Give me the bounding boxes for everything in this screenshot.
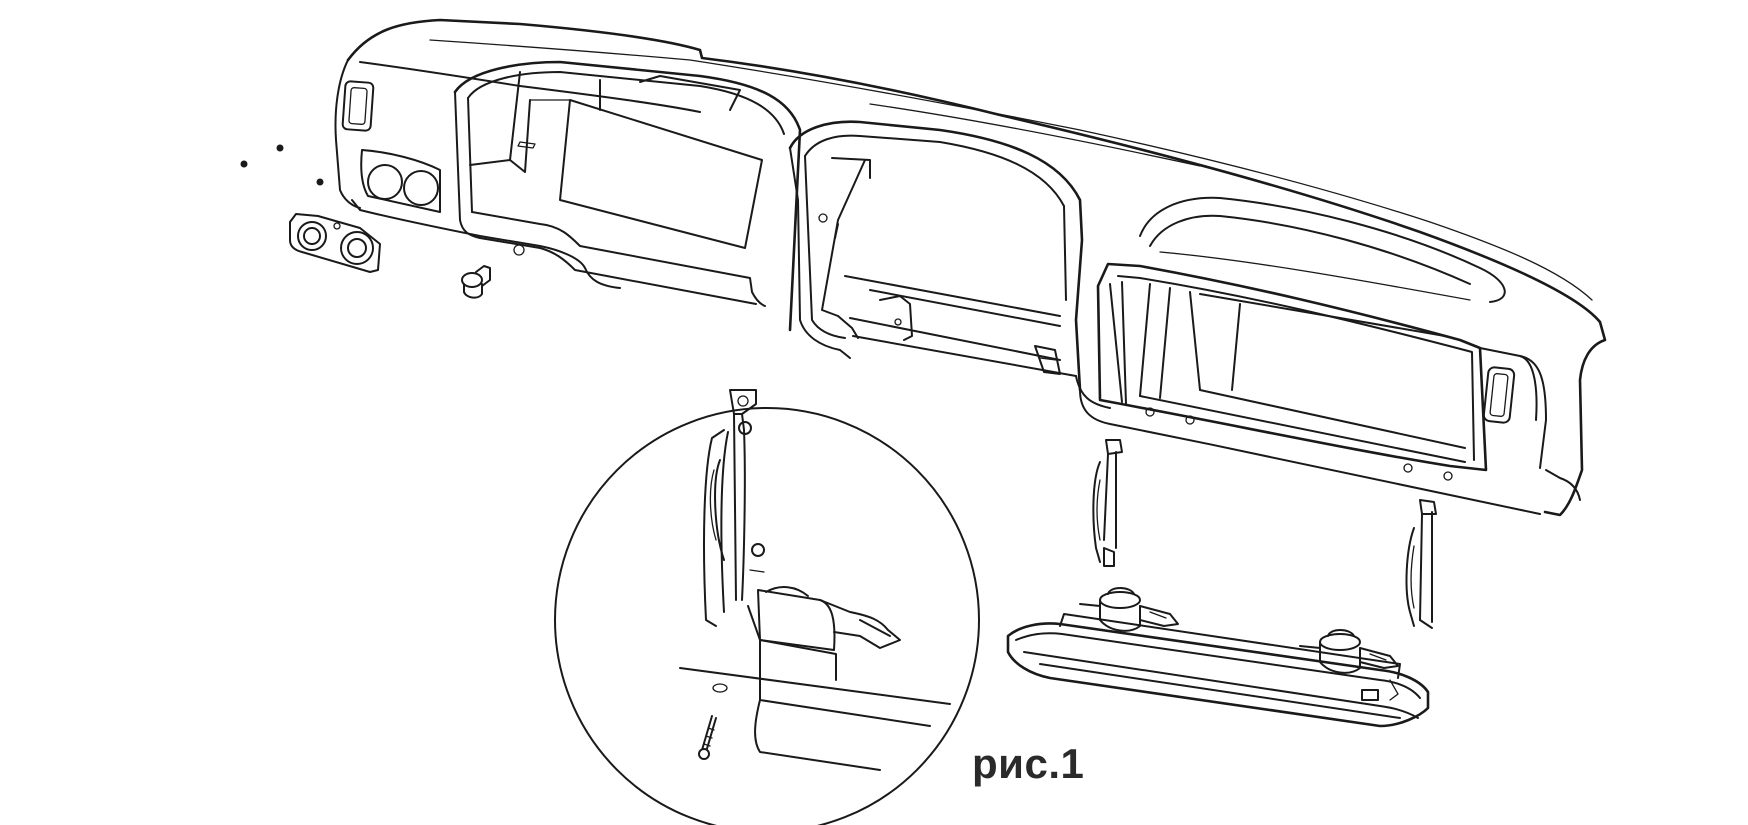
detail-magnifier-circle [554, 389, 980, 825]
right-hinge-bracket [1405, 499, 1437, 629]
gauge-trim-bezel [289, 213, 381, 273]
figure-caption: рис.1 [972, 740, 1085, 787]
left-hinge-bracket [1092, 439, 1123, 567]
knob-part [461, 265, 491, 299]
glove-box-lid [1006, 587, 1430, 728]
dashboard-panel [334, 18, 1607, 517]
screws-group [240, 144, 324, 186]
